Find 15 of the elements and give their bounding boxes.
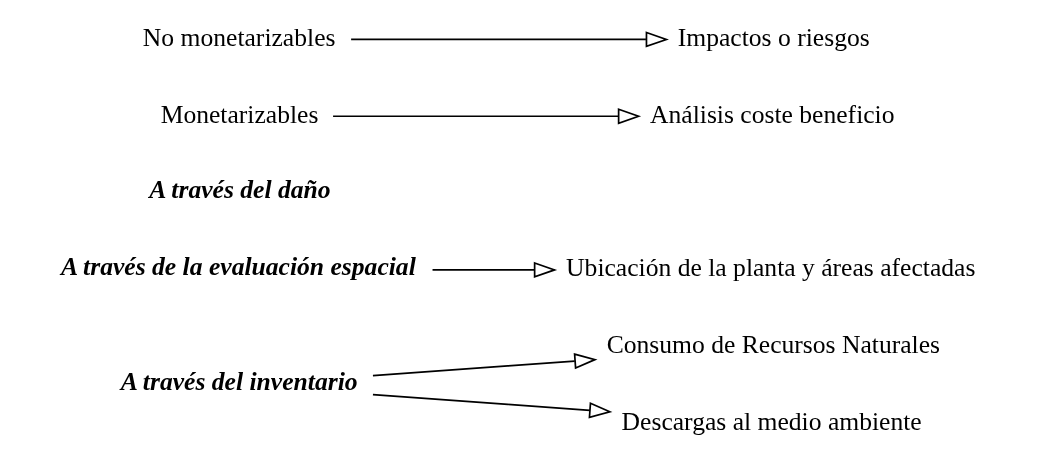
arrow	[350, 31, 669, 48]
arrow	[431, 261, 558, 279]
node-text: Ubicación de la planta y áreas afectadas	[566, 253, 976, 283]
node-text: Análisis coste beneficio	[650, 99, 895, 129]
arrow	[372, 353, 598, 377]
node-text: Consumo de Recursos Naturales	[606, 329, 941, 359]
node-text: Descargas al medio ambiente	[621, 406, 922, 436]
node-text: A través del daño	[149, 174, 331, 204]
arrow	[372, 393, 613, 419]
node-text: Impactos o riesgos	[677, 22, 870, 52]
node-text: Monetarizables	[160, 99, 319, 129]
arrow	[332, 108, 642, 125]
node-text: A través de la evaluación espacial	[61, 251, 416, 281]
node-text: A través del inventario	[120, 366, 358, 396]
node-text: No monetarizables	[142, 22, 336, 52]
